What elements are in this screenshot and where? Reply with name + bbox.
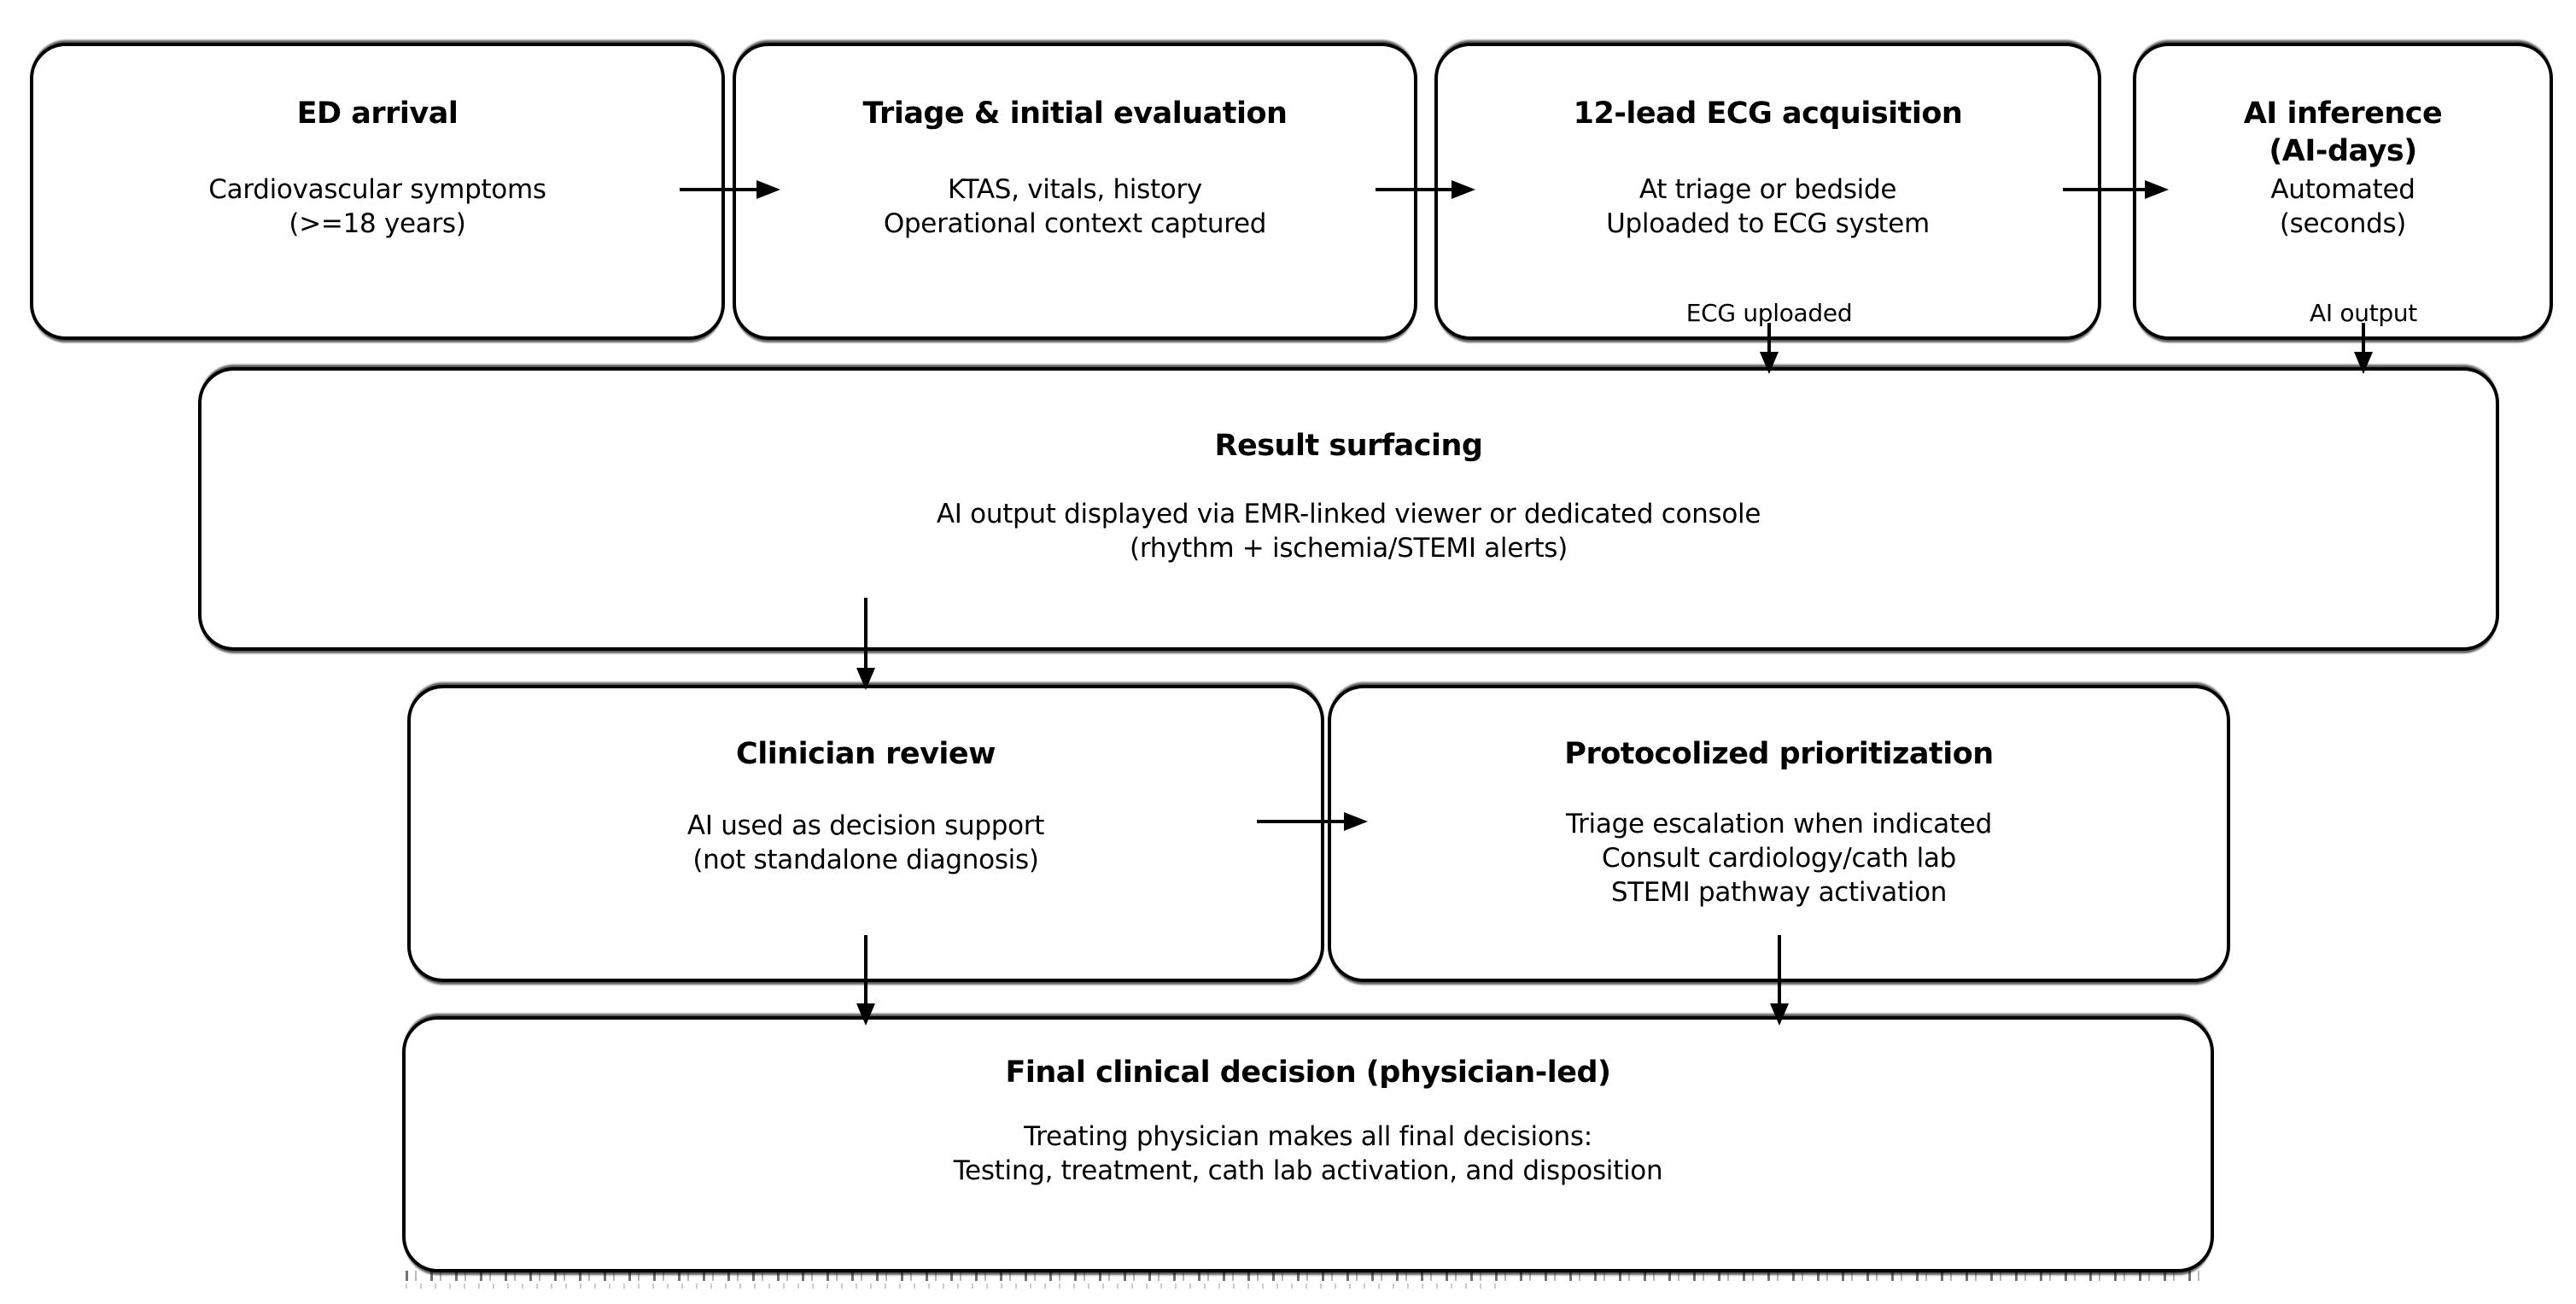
node-title-line: Protocolized prioritization	[1564, 737, 1994, 771]
node-body-line: STEMI pathway activation	[1610, 877, 1948, 908]
arrowhead-right-icon	[756, 180, 780, 199]
arrowhead-down-icon	[2354, 352, 2373, 374]
node-protocolized-prioritization: Protocolized prioritization Triage escal…	[1328, 685, 2230, 982]
node-body-line: Testing, treatment, cath lab activation,…	[953, 1155, 1663, 1186]
node-title-line: Final clinical decision (physician-led)	[1005, 1055, 1611, 1090]
node-final-clinical-decision: Final clinical decision (physician-led) …	[402, 1016, 2214, 1272]
node-body: Triage escalation when indicated Consult…	[1331, 807, 2227, 909]
node-body-line: Uploaded to ECG system	[1606, 208, 1930, 239]
node-title-line: 12-lead ECG acquisition	[1573, 96, 1963, 131]
node-title-line: Clinician review	[736, 737, 996, 771]
edge-label-ai-output: AI output	[2310, 299, 2417, 327]
node-ai-inference: AI inference (AI-days) Automated (second…	[2133, 43, 2553, 340]
node-clinician-review: Clinician review AI used as decision sup…	[407, 685, 1324, 982]
node-body-line: (>=18 years)	[289, 208, 466, 239]
node-body-line: AI output displayed via EMR-linked viewe…	[936, 499, 1761, 529]
illegible-fineprint-artifact-faint	[406, 1284, 1507, 1289]
node-title-line: (AI-days)	[2269, 134, 2417, 168]
arrowhead-down-icon	[856, 668, 875, 690]
node-body-line: AI used as decision support	[686, 810, 1045, 841]
node-body-line: Automated	[2270, 174, 2415, 205]
node-title-line: Result surfacing	[1214, 429, 1483, 463]
node-body: Cardiovascular symptoms (>=18 years)	[33, 173, 721, 241]
arrowhead-down-icon	[856, 1003, 875, 1026]
node-ecg-acquisition: 12-lead ECG acquisition At triage or bed…	[1434, 43, 2101, 340]
node-title-line: Triage & initial evaluation	[862, 96, 1288, 131]
node-title: 12-lead ECG acquisition	[1438, 95, 2098, 132]
node-body-line: Treating physician makes all final decis…	[1024, 1121, 1592, 1152]
node-body-line: Consult cardiology/cath lab	[1601, 843, 1957, 874]
node-title: ED arrival	[33, 95, 721, 132]
node-title: Final clinical decision (physician-led)	[406, 1054, 2211, 1091]
node-title: Protocolized prioritization	[1331, 735, 2227, 773]
edge-label-ecg-uploaded: ECG uploaded	[1685, 299, 1853, 327]
node-body-line: KTAS, vitals, history	[948, 174, 1202, 205]
node-body: AI output displayed via EMR-linked viewe…	[202, 497, 2496, 565]
node-title: Triage & initial evaluation	[736, 95, 1414, 132]
node-body-line: Cardiovascular symptoms	[208, 174, 546, 205]
node-body: At triage or bedside Uploaded to ECG sys…	[1438, 173, 2098, 241]
node-body-line: Operational context captured	[883, 208, 1267, 239]
node-body: Treating physician makes all final decis…	[406, 1120, 2211, 1188]
illegible-fineprint-artifact	[406, 1271, 2211, 1281]
node-body-line: (not standalone diagnosis)	[692, 845, 1039, 875]
arrowhead-right-icon	[1344, 812, 1368, 831]
node-triage-initial-evaluation: Triage & initial evaluation KTAS, vitals…	[733, 43, 1417, 340]
node-body: Automated (seconds)	[2136, 173, 2550, 241]
node-title: Result surfacing	[202, 427, 2496, 465]
node-title: AI inference (AI-days)	[2136, 95, 2550, 170]
node-title-line: AI inference	[2243, 96, 2443, 131]
node-body: KTAS, vitals, history Operational contex…	[736, 173, 1414, 241]
node-body-line: (rhythm + ischemia/STEMI alerts)	[1130, 533, 1568, 564]
node-body-line: At triage or bedside	[1638, 174, 1897, 205]
node-result-surfacing: Result surfacing AI output displayed via…	[198, 367, 2499, 651]
arrowhead-down-icon	[1770, 1003, 1789, 1026]
arrowhead-right-icon	[2145, 180, 2169, 199]
node-body-line: (seconds)	[2279, 208, 2407, 239]
node-body-line: Triage escalation when indicated	[1566, 809, 1992, 839]
arrowhead-right-icon	[1452, 180, 1475, 199]
node-title: Clinician review	[411, 735, 1321, 773]
node-body: AI used as decision support (not standal…	[411, 809, 1321, 877]
arrowhead-down-icon	[1760, 352, 1779, 374]
node-ed-arrival: ED arrival Cardiovascular symptoms (>=18…	[30, 43, 725, 340]
node-title-line: ED arrival	[296, 96, 459, 131]
